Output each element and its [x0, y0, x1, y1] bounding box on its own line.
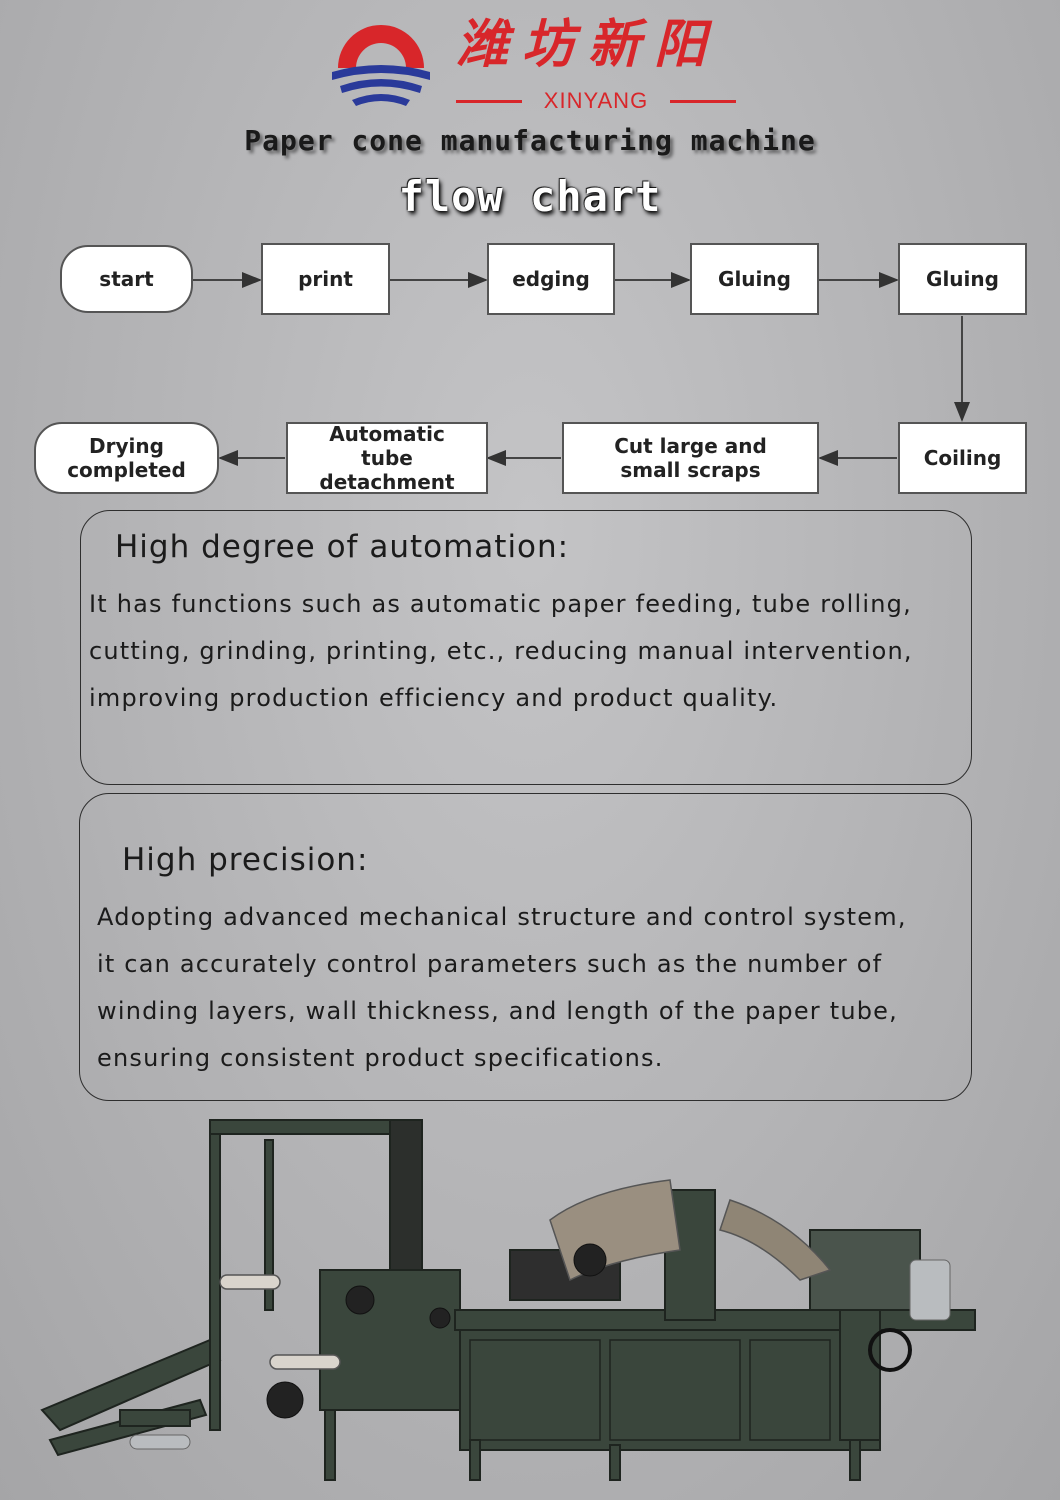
- feature-line: winding layers, wall thickness, and leng…: [97, 997, 898, 1025]
- flow-node-start: start: [60, 245, 193, 313]
- flow-chart: start print edging Gluing Gluing Coiling…: [0, 230, 1060, 510]
- feature-line: It has functions such as automatic paper…: [89, 590, 912, 618]
- feature-line: improving production efficiency and prod…: [89, 684, 779, 712]
- flow-node-tube-detachment: Automatic tube detachment: [286, 422, 488, 494]
- feature-text-precision: Adopting advanced mechanical structure a…: [97, 894, 907, 1082]
- flow-node-gluing-1: Gluing: [690, 243, 819, 315]
- flow-arrows: [193, 272, 970, 466]
- brand-rule-right: [670, 100, 736, 103]
- flow-node-coiling: Coiling: [898, 422, 1027, 494]
- feature-line: it can accurately control parameters suc…: [97, 950, 883, 978]
- feature-line: ensuring consistent product specificatio…: [97, 1044, 664, 1072]
- brand-name-english-row: XINYANG: [456, 86, 736, 116]
- brand-rule-left: [456, 100, 522, 103]
- feature-box-automation: High degree of automation: It has functi…: [80, 510, 972, 785]
- xinyang-logo-icon: [332, 24, 430, 106]
- brand-name-chinese: 潍坊新阳: [456, 14, 721, 75]
- feature-box-precision: High precision: Adopting advanced mechan…: [79, 793, 972, 1101]
- flow-node-drying-completed: Drying completed: [34, 422, 219, 494]
- paper-tube-machine-image: [40, 1119, 976, 1481]
- feature-title-automation: High degree of automation:: [115, 529, 570, 565]
- feature-line: cutting, grinding, printing, etc., reduc…: [89, 637, 913, 665]
- feature-text-automation: It has functions such as automatic paper…: [89, 581, 913, 722]
- flow-node-print: print: [261, 243, 390, 315]
- feature-title-precision: High precision:: [122, 842, 369, 878]
- flow-node-edging: edging: [487, 243, 615, 315]
- flow-node-cut-scraps: Cut large and small scraps: [562, 422, 819, 494]
- brand-name-english: XINYANG: [543, 88, 649, 113]
- page-subtitle: flow chart: [398, 172, 662, 221]
- page-title: Paper cone manufacturing machine: [244, 124, 816, 157]
- feature-line: Adopting advanced mechanical structure a…: [97, 903, 907, 931]
- flow-node-gluing-2: Gluing: [898, 243, 1027, 315]
